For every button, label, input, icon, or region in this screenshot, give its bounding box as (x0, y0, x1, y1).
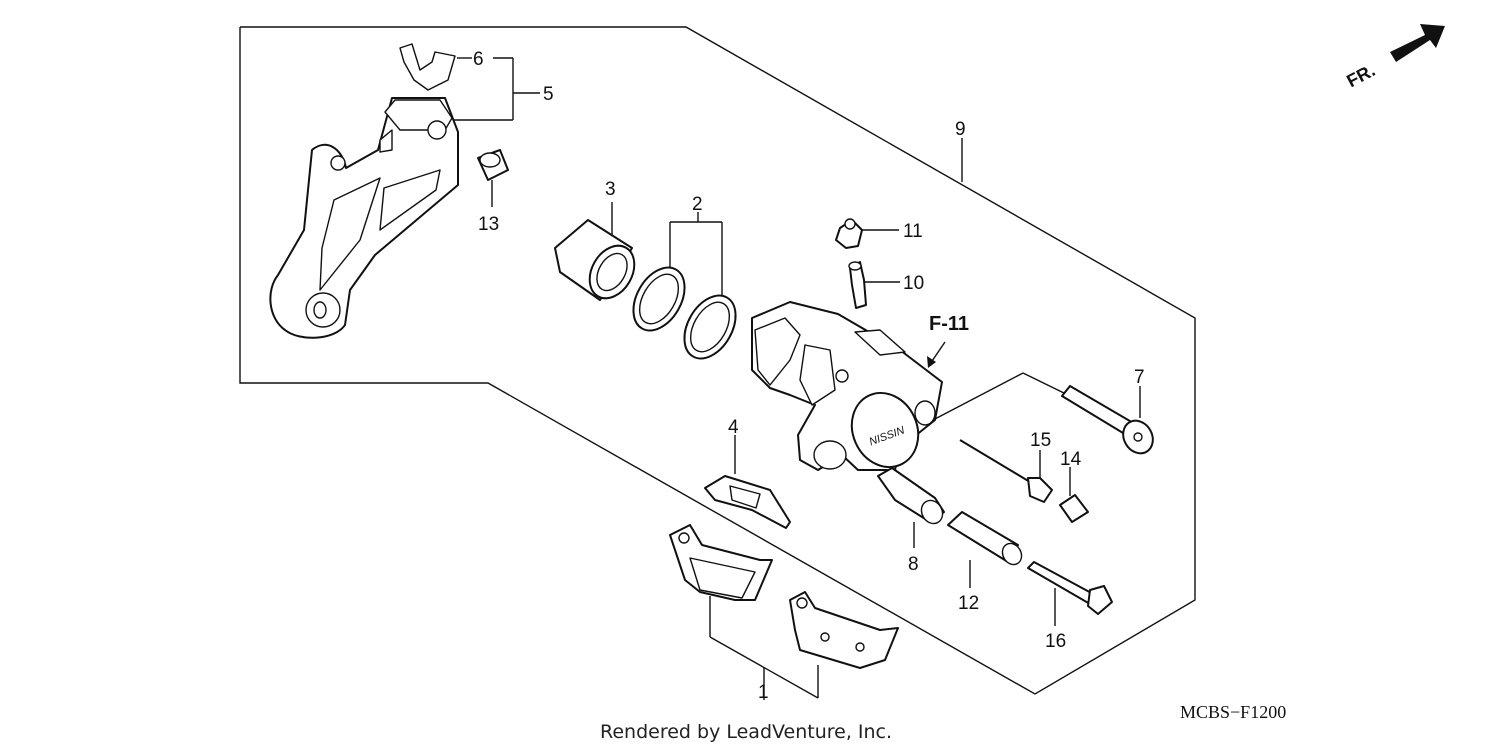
callout-16: 16 (1045, 631, 1066, 652)
callout-2: 2 (692, 194, 703, 215)
piston-seals (632, 266, 737, 360)
callout-4: 4 (728, 417, 739, 438)
pad-spring (704, 475, 791, 529)
assembly-outline (239, 26, 1196, 695)
brake-pad-b (789, 591, 899, 669)
callout-labels: 1 2 3 4 5 6 7 8 9 10 11 12 13 14 15 16 (473, 49, 1145, 703)
diagram-code: MCBS−F1200 (1180, 702, 1286, 722)
callout-9: 9 (955, 119, 966, 140)
caliper-bracket (269, 97, 459, 339)
callout-10: 10 (903, 273, 924, 294)
front-direction-indicator: FR. (1343, 24, 1445, 91)
render-credit: Rendered by LeadVenture, Inc. (600, 721, 892, 743)
pin-bolt (1061, 385, 1154, 455)
callout-8: 8 (908, 554, 919, 575)
bleeder-valve (848, 261, 867, 309)
sleeve (947, 511, 1023, 566)
bushing-boot (877, 467, 945, 525)
pin-boot (477, 149, 509, 181)
brake-pad-a (669, 524, 773, 601)
callout-3: 3 (605, 179, 616, 200)
pin-boot-small (1059, 494, 1089, 523)
callout-6: 6 (473, 49, 484, 70)
callout-5: 5 (543, 84, 554, 105)
callout-11: 11 (903, 221, 923, 242)
reference-label: F-11 (929, 313, 969, 335)
callout-7: 7 (1134, 367, 1145, 388)
retainer-clip (399, 43, 456, 91)
callout-14: 14 (1060, 449, 1082, 470)
callout-1: 1 (758, 682, 769, 703)
direction-label: FR. (1343, 60, 1378, 91)
bracket-bolt (1027, 561, 1113, 615)
callout-13: 13 (478, 214, 499, 235)
arrow-icon (1390, 24, 1445, 62)
piston (554, 219, 636, 301)
caliper-body: NISSIN (751, 301, 943, 471)
bleeder-cap (835, 218, 863, 249)
callout-12: 12 (958, 593, 979, 614)
callout-15: 15 (1030, 430, 1051, 451)
leader-lines (452, 57, 1141, 700)
guide-pin (959, 439, 1053, 503)
